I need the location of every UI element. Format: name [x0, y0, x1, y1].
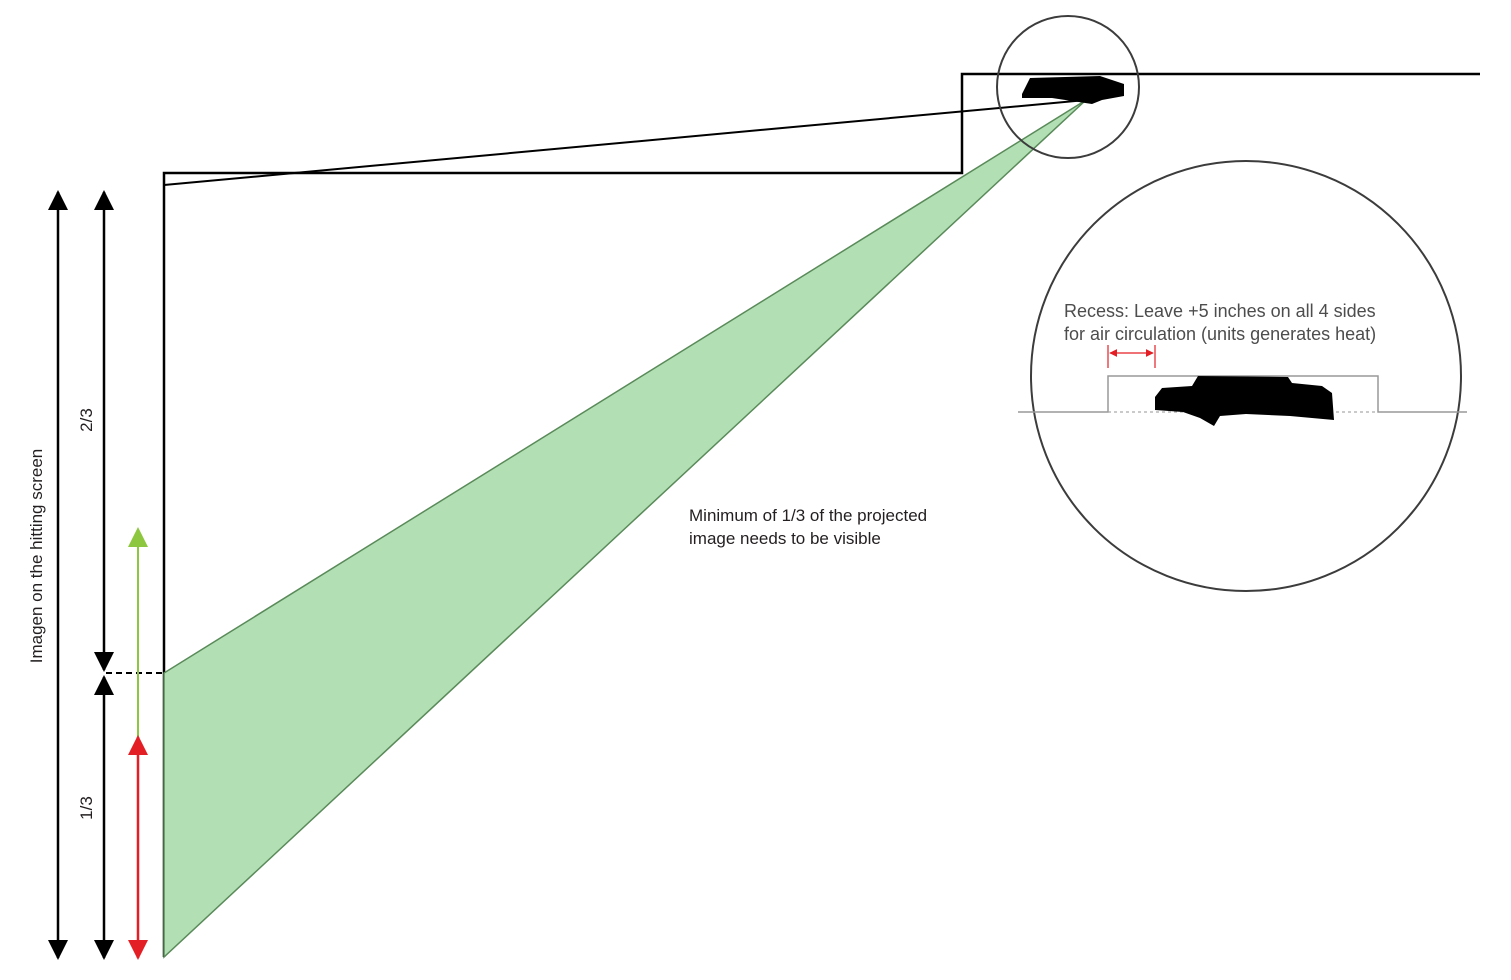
- minimum-note-line-2: image needs to be visible: [689, 529, 881, 548]
- recess-note-line-1: Recess: Leave +5 inches on all 4 sides: [1064, 301, 1376, 321]
- one-third-label: 1/3: [77, 796, 96, 820]
- projection-top-line: [163, 99, 1087, 186]
- room-outline: [162, 72, 1480, 957]
- detail-callout-large: [1030, 160, 1462, 592]
- minimum-note-line-1: Minimum of 1/3 of the projected: [689, 506, 927, 525]
- recess-outline: [1018, 375, 1467, 413]
- projector-icon: [1022, 76, 1124, 104]
- detail-callout-small: [996, 15, 1140, 159]
- vertical-title-label: Imagen on the hitting screen: [27, 449, 46, 664]
- recess-note-line-2: for air circulation (units generates hea…: [1064, 324, 1376, 344]
- projection-beam: [163, 99, 1087, 959]
- two-thirds-label: 2/3: [77, 408, 96, 432]
- projector-detail-icon: [1155, 376, 1334, 426]
